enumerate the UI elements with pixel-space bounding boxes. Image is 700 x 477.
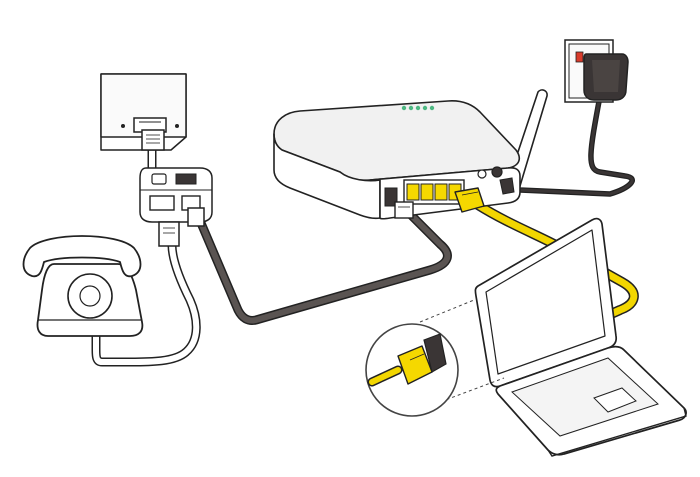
wireless-router-icon — [273, 89, 548, 220]
power-adapter-icon — [564, 39, 629, 103]
rotary-telephone-icon — [22, 235, 144, 337]
adsl-microfilter-icon — [139, 167, 213, 247]
dsl-plug — [394, 201, 414, 219]
phone-wall-socket-icon — [100, 73, 187, 151]
dsl-cable-fill — [198, 211, 451, 324]
ethernet-plug-detail-icon — [365, 299, 505, 417]
ethernet-plug — [454, 187, 485, 213]
laptop-icon — [474, 217, 687, 457]
